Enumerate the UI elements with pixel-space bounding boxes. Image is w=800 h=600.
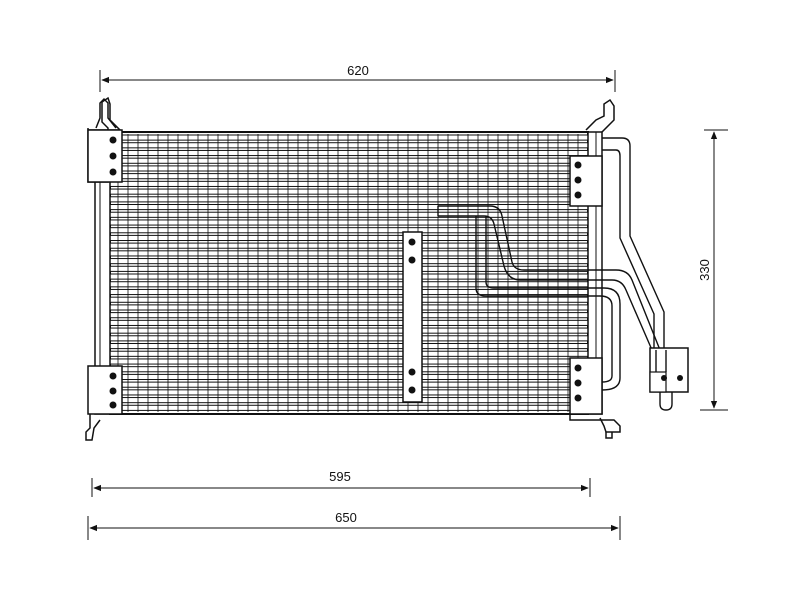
condenser-core <box>109 131 589 415</box>
tube-row <box>109 327 589 334</box>
tube-row <box>109 165 589 172</box>
tube-row <box>109 312 589 319</box>
tube-row <box>109 134 589 141</box>
tube-row <box>109 319 589 326</box>
tube-row <box>109 142 589 149</box>
dimension-label-330: 330 <box>697 259 712 281</box>
tube-row <box>109 273 589 280</box>
tube-row <box>109 397 589 404</box>
tube-row <box>109 149 589 157</box>
tube-row <box>109 389 589 396</box>
tube-row <box>109 242 589 249</box>
left-header-tank <box>85 96 123 441</box>
tube-row <box>109 373 589 381</box>
refrigerant-pipes <box>437 137 689 411</box>
tube-row <box>109 258 589 265</box>
dimension-label-620: 620 <box>347 63 369 78</box>
dimension-top-width: 620 <box>99 63 616 92</box>
dimension-overall-width: 650 <box>87 510 621 540</box>
tube-row <box>109 219 589 226</box>
tube-row <box>109 304 589 311</box>
tube-row <box>109 358 589 365</box>
dimension-label-650: 650 <box>335 510 357 525</box>
tube-row <box>109 343 589 350</box>
tube-row <box>109 173 589 180</box>
tube-rows <box>109 134 589 412</box>
tube-row <box>109 250 589 257</box>
tube-row <box>109 196 589 203</box>
tube-row <box>109 366 589 373</box>
tube-row <box>109 404 589 411</box>
tube-row <box>109 211 589 218</box>
tube-row <box>109 204 589 211</box>
center-mounting-bracket <box>402 231 423 403</box>
dimension-height: 330 <box>697 129 728 411</box>
tube-row <box>109 288 589 296</box>
tube-row <box>109 381 589 388</box>
tube-row <box>109 188 589 195</box>
tube-row <box>109 296 589 303</box>
tube-row <box>109 234 589 242</box>
dimension-core-width: 595 <box>91 469 591 497</box>
tube-row <box>109 281 589 288</box>
tube-row <box>109 227 589 234</box>
right-header-tank <box>569 98 621 439</box>
tube-row <box>109 350 589 357</box>
tube-row <box>109 180 589 187</box>
tube-row <box>109 335 589 342</box>
dimension-label-595: 595 <box>329 469 351 484</box>
tube-row <box>109 157 589 164</box>
